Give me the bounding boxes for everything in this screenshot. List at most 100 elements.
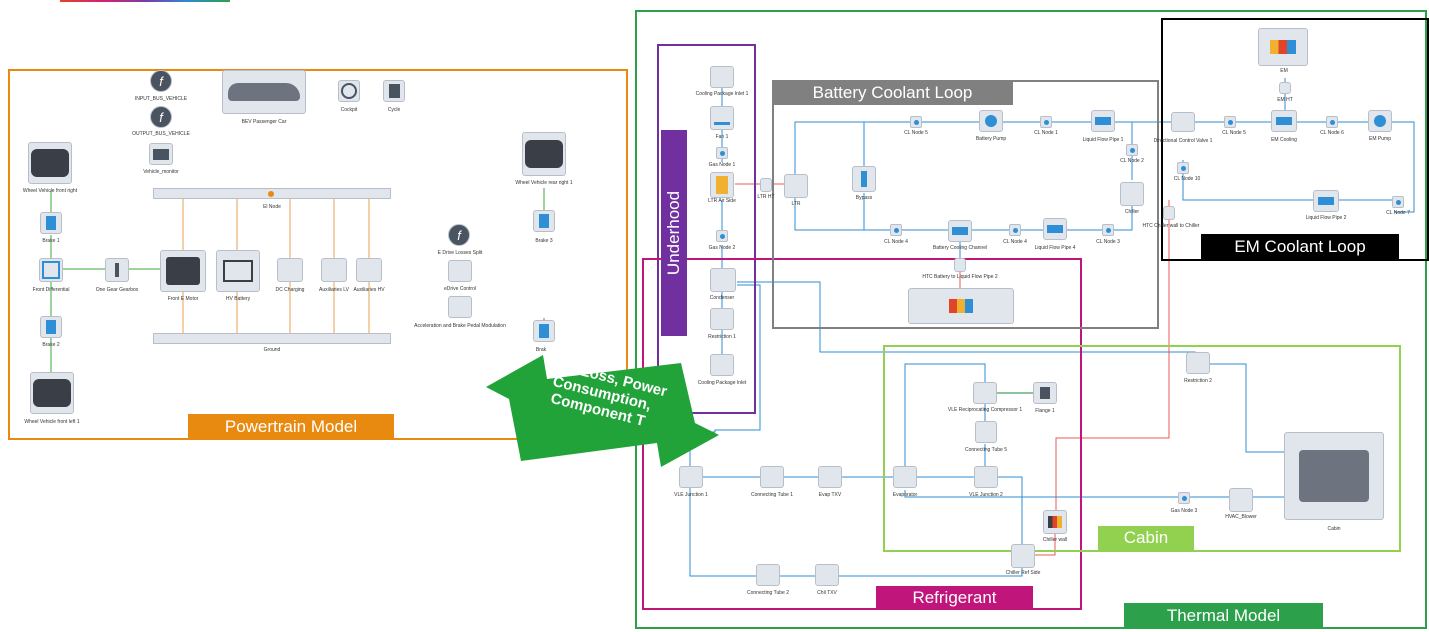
restriction1-icon[interactable]	[710, 308, 734, 330]
em-ht-label: EM HT	[1277, 97, 1293, 103]
gas-node1[interactable]	[716, 147, 728, 159]
condenser-label: Condenser	[709, 295, 735, 301]
brake1-icon[interactable]	[40, 212, 62, 234]
hv-battery-icon[interactable]	[216, 250, 260, 292]
ground-bus[interactable]	[153, 333, 391, 344]
ltr-air-side-icon[interactable]	[710, 172, 734, 198]
brake1-label: Brake 1	[42, 238, 60, 244]
chiller-wall-label: Chiller wall	[1042, 537, 1068, 543]
cl-node3-label: CL Node 3	[1096, 239, 1120, 245]
cl-node-em5[interactable]	[1224, 116, 1236, 128]
cockpit-icon[interactable]	[338, 80, 360, 102]
chiller-icon[interactable]	[1120, 182, 1144, 206]
brake3-icon[interactable]	[533, 210, 555, 232]
bev-car-icon[interactable]	[222, 70, 306, 114]
wheel-front-right-label: Wheel Vehicle front right	[22, 188, 78, 194]
output-bus-label: OUTPUT_BUS_VEHICLE	[132, 131, 190, 137]
edrive-split-icon[interactable]: f	[448, 224, 470, 246]
vehicle-monitor-icon[interactable]	[149, 143, 173, 165]
gas-node2[interactable]	[716, 230, 728, 242]
fan1-icon[interactable]	[710, 106, 734, 130]
vle-junction2-icon[interactable]	[974, 466, 998, 488]
evaporator-icon[interactable]	[893, 466, 917, 488]
cl-node4b[interactable]	[1009, 224, 1021, 236]
el-node-bus[interactable]	[153, 188, 391, 199]
ltr-ht-label: LTR HT	[757, 194, 775, 200]
conn-tube5-icon[interactable]	[975, 421, 997, 443]
input-bus-icon[interactable]: f	[150, 70, 172, 92]
gearbox-icon[interactable]	[105, 258, 129, 282]
vle-compressor-icon[interactable]	[973, 382, 997, 404]
vle-junction1-icon[interactable]	[679, 466, 703, 488]
lfp4-icon[interactable]	[1043, 218, 1067, 240]
cl-node10[interactable]	[1177, 162, 1189, 174]
wheel-front-right-icon[interactable]	[28, 142, 72, 184]
accel-brake-icon[interactable]	[448, 296, 472, 318]
lfp2-icon[interactable]	[1313, 190, 1339, 212]
cooling-pkg-inlet-icon[interactable]	[710, 354, 734, 376]
chiller-wall-icon[interactable]	[1043, 510, 1067, 534]
vle-junction1-label: VLE Junction 1	[674, 492, 708, 498]
condenser-icon[interactable]	[710, 268, 736, 292]
cabin-label: Cabin	[1327, 526, 1341, 532]
gas-node3[interactable]	[1178, 492, 1190, 504]
em-pump-icon[interactable]	[1368, 110, 1392, 132]
bypass-label: Bypass	[855, 195, 873, 201]
htc-battery-icon[interactable]	[954, 258, 966, 272]
edrive-control-label: eDrive Control	[444, 286, 476, 292]
dir-ctrl-valve-icon[interactable]	[1171, 112, 1195, 132]
em-icon[interactable]	[1258, 28, 1308, 66]
front-motor-icon[interactable]	[160, 250, 206, 292]
evap-txv-icon[interactable]	[818, 466, 842, 488]
battery-cooling-channel-icon[interactable]	[948, 220, 972, 242]
chiller-ref-side-icon[interactable]	[1011, 544, 1035, 568]
output-bus-icon[interactable]: f	[150, 106, 172, 128]
cl-node1[interactable]	[1040, 116, 1052, 128]
wheel-front-left-icon[interactable]	[30, 372, 74, 414]
em-ht-icon[interactable]	[1279, 82, 1291, 94]
refrigerant-tag: Refrigerant	[876, 586, 1033, 610]
cooling-pkg-inlet1-label: Cooling Package Inlet 1	[695, 91, 749, 97]
cooling-pkg-inlet1-icon[interactable]	[710, 66, 734, 88]
cl-node4b-label: CL Node 4	[1003, 239, 1027, 245]
chil-txv-icon[interactable]	[815, 564, 839, 586]
restriction2-icon[interactable]	[1186, 352, 1210, 374]
front-differential-icon[interactable]	[39, 258, 63, 282]
cl-node6-label: CL Node 6	[1320, 130, 1344, 136]
battery-pump-icon[interactable]	[979, 110, 1003, 132]
battery-block-icon[interactable]	[908, 288, 1014, 324]
ltr-icon[interactable]	[784, 174, 808, 198]
aux-lv-icon[interactable]	[321, 258, 347, 282]
cabin-icon[interactable]	[1284, 432, 1384, 520]
em-cooling-icon[interactable]	[1271, 110, 1297, 132]
bypass-icon[interactable]	[852, 166, 876, 192]
aux-hv-label: Auxiliaries HV	[353, 287, 385, 293]
cl-node3[interactable]	[1102, 224, 1114, 236]
brake2-label: Brake 2	[42, 342, 60, 348]
flange1-icon[interactable]	[1033, 382, 1057, 404]
ltr-ht-icon[interactable]	[760, 178, 772, 192]
conn-tube1-icon[interactable]	[760, 466, 784, 488]
thermal-tag: Thermal Model	[1124, 603, 1323, 629]
wheel-rear-right-icon[interactable]	[522, 132, 566, 176]
brake4-icon[interactable]	[533, 320, 555, 342]
coolant-connections	[689, 78, 1415, 577]
brake2-icon[interactable]	[40, 316, 62, 338]
htc-battery-label: HTC Battery to Liquid Flow Pipe 2	[922, 274, 998, 280]
hvac-blower-icon[interactable]	[1229, 488, 1253, 512]
cycle-icon[interactable]	[383, 80, 405, 102]
cl-node7[interactable]	[1392, 196, 1404, 208]
cl-node4a[interactable]	[890, 224, 902, 236]
bev-car-label: BEV Passenger Car	[241, 119, 287, 125]
cl-node6[interactable]	[1326, 116, 1338, 128]
lfp1-icon[interactable]	[1091, 110, 1115, 132]
dc-charging-icon[interactable]	[277, 258, 303, 282]
edrive-control-icon[interactable]	[448, 260, 472, 282]
conn-tube2-icon[interactable]	[756, 564, 780, 586]
htc-chiller-icon[interactable]	[1163, 206, 1175, 220]
color-stripe	[60, 0, 230, 2]
cl-node2[interactable]	[1126, 144, 1138, 156]
thermal-region	[635, 10, 1427, 629]
cl-node5[interactable]	[910, 116, 922, 128]
aux-hv-icon[interactable]	[356, 258, 382, 282]
